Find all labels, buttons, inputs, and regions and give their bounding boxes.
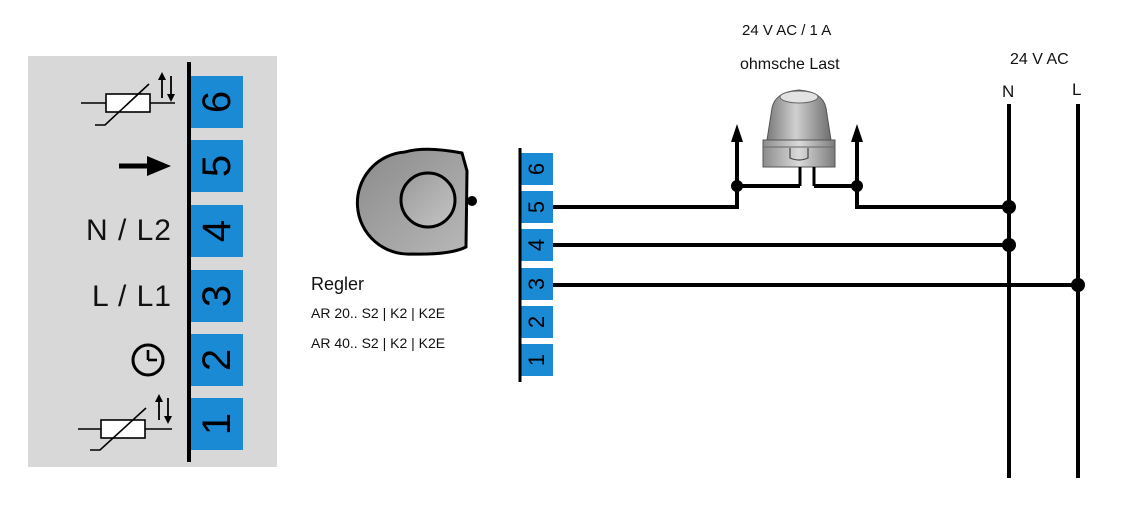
strip-terminal-4: 4 bbox=[521, 229, 553, 261]
actuator-icon bbox=[762, 89, 836, 186]
junctions bbox=[731, 180, 1085, 292]
legend-terminal-5: 5 bbox=[191, 140, 243, 192]
legend-terminal-1: 1 bbox=[191, 398, 243, 450]
legend-label-terminal-4: N / L2 bbox=[85, 214, 172, 247]
supply-label: 24 V AC bbox=[1010, 51, 1069, 68]
legend-terminal-2: 2 bbox=[191, 334, 243, 386]
clock-icon bbox=[131, 343, 165, 377]
legend-terminal-3: 3 bbox=[191, 270, 243, 322]
junction-dot bbox=[1002, 200, 1016, 214]
wire-load-neutral bbox=[855, 186, 1009, 209]
wire-terminal-5-load bbox=[553, 186, 739, 209]
arrow-up-icon bbox=[851, 124, 863, 142]
supply-neutral-label: N bbox=[1002, 82, 1015, 101]
controller-model-1: AR 20.. S2 | K2 | K2E bbox=[311, 305, 446, 321]
strip-terminal-1: 1 bbox=[521, 344, 553, 376]
legend-terminal-4: 4 bbox=[191, 205, 243, 257]
legend-terminal-6: 6 bbox=[191, 76, 243, 128]
arrow-up-icon bbox=[731, 124, 743, 142]
strip-terminal-2: 2 bbox=[521, 306, 553, 338]
strip-terminal-5: 5 bbox=[521, 191, 553, 223]
thermistor-icon bbox=[81, 72, 175, 126]
arrow-right-icon bbox=[119, 156, 171, 176]
strip-terminal-6: 6 bbox=[521, 153, 553, 185]
thermistor-icon bbox=[78, 394, 172, 451]
junction-dot bbox=[731, 180, 743, 192]
junction-dot bbox=[1071, 278, 1085, 292]
load-label: ohmsche Last bbox=[740, 56, 840, 73]
strip-terminal-3: 3 bbox=[521, 268, 553, 300]
supply-line-label: L bbox=[1072, 80, 1082, 99]
controller-title: Regler bbox=[311, 274, 365, 294]
controller-knob-icon bbox=[355, 147, 477, 256]
junction-dot bbox=[851, 180, 863, 192]
legend-label-terminal-3: L / L1 bbox=[92, 280, 172, 313]
junction-dot bbox=[1002, 238, 1016, 252]
controller-model-2: AR 40.. S2 | K2 | K2E bbox=[311, 335, 446, 351]
load-rating: 24 V AC / 1 A bbox=[742, 22, 832, 39]
